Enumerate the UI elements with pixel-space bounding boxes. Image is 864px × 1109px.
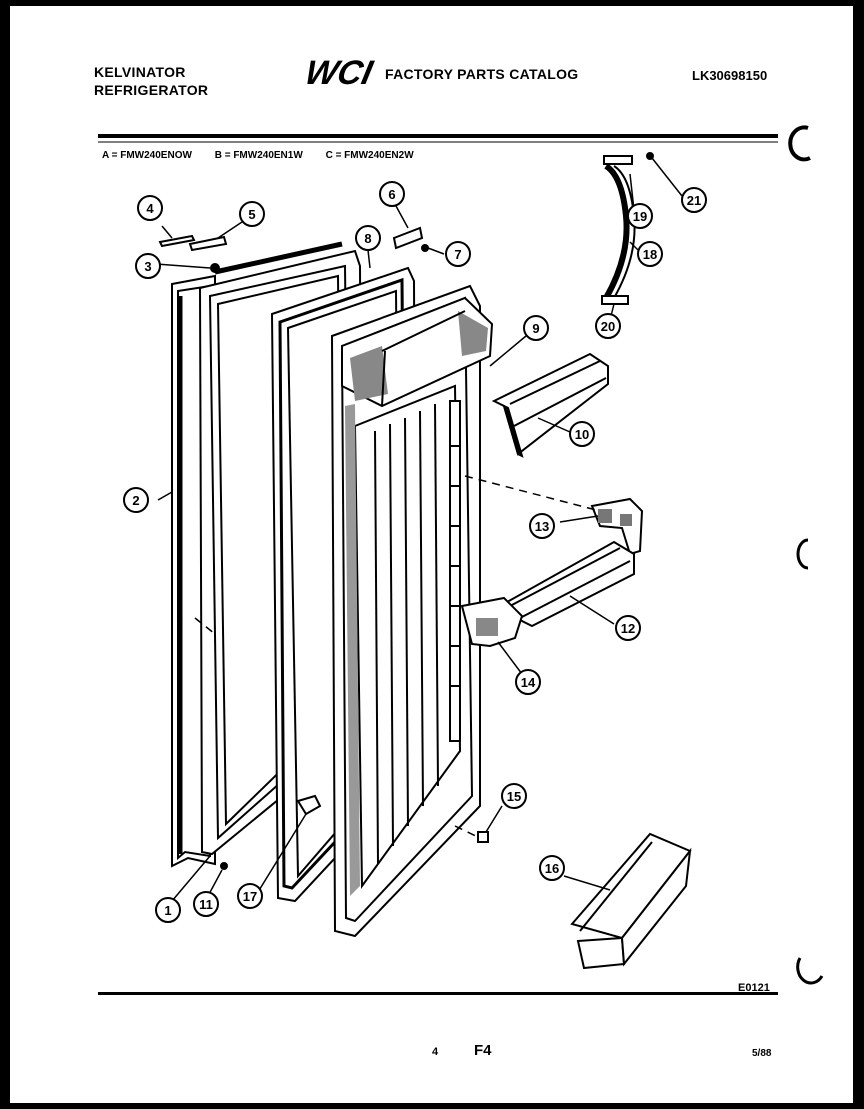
inner-door-liner (330, 284, 494, 938)
callout-circle-15 (501, 783, 527, 809)
binder-hole-mark (796, 957, 824, 985)
callout-label-1: 1 (164, 903, 171, 918)
door-handle-assembly (601, 152, 654, 305)
binder-hole-mark (796, 538, 809, 570)
callout-label-8: 8 (364, 231, 371, 246)
callout-label-4: 4 (146, 201, 154, 216)
model-a: A = FMW240ENOW (102, 150, 192, 161)
page-number: 4 (432, 1046, 439, 1058)
callout-label-9: 9 (532, 321, 539, 336)
callout-label-16: 16 (545, 861, 559, 876)
callout-circle-17 (237, 883, 263, 909)
parts-catalog-page: KELVINATOR REFRIGERATOR FACTORY PARTS CA… (10, 6, 853, 1103)
callout-label-17: 17 (243, 889, 257, 904)
callout-circle-1 (155, 897, 181, 923)
callout-label-19: 19 (633, 209, 647, 224)
wci-logo: WCI (302, 54, 377, 92)
callout-circle-12 (615, 615, 641, 641)
callout-circle-11 (193, 891, 219, 917)
callout-label-14: 14 (521, 675, 536, 690)
print-date: 5/88 (752, 1048, 772, 1059)
callout-circle-2 (123, 487, 149, 513)
callout-label-20: 20 (601, 319, 615, 334)
small-hardware (220, 794, 489, 870)
shelf-bracket-upper (590, 497, 644, 556)
product-type: REFRIGERATOR (94, 82, 209, 98)
exploded-parts-diagram: WCI (98, 54, 824, 995)
callout-circle-18 (637, 241, 663, 267)
callout-circle-9 (523, 315, 549, 341)
door-bin (570, 832, 692, 970)
callout-circle-6 (379, 181, 405, 207)
callout-circle-20 (595, 313, 621, 339)
callout-label-15: 15 (507, 789, 521, 804)
callout-label-3: 3 (144, 259, 151, 274)
callout-circle-13 (529, 513, 555, 539)
catalog-number: LK30698150 (692, 68, 768, 83)
shelf-bracket-lower (460, 596, 524, 648)
svg-text:WCI: WCI (302, 54, 377, 92)
model-legend: A = FMW240ENOW B = FMW240EN1W C = FMW240… (102, 150, 434, 161)
header-rule (98, 134, 778, 138)
door-top-parts (158, 226, 429, 275)
diagram-code: E0121 (738, 982, 770, 994)
callout-label-11: 11 (199, 897, 213, 912)
callout-circle-21 (681, 187, 707, 213)
callout-circle-10 (569, 421, 595, 447)
upper-door-shelf (491, 352, 609, 458)
callout-circle-8 (355, 225, 381, 251)
callout-label-7: 7 (454, 247, 461, 262)
lower-door-shelf (498, 540, 635, 628)
footer-rule (98, 992, 778, 995)
binder-hole-mark (788, 125, 811, 162)
callout-circle-5 (239, 201, 265, 227)
callout-label-10: 10 (575, 427, 589, 442)
callout-circle-4 (137, 195, 163, 221)
callout-label-5: 5 (248, 207, 255, 222)
callout-label-13: 13 (535, 519, 549, 534)
model-c: C = FMW240EN2W (325, 150, 414, 161)
callout-label-2: 2 (132, 493, 139, 508)
section-code: F4 (474, 1042, 492, 1059)
assembly-guide-lines (177, 475, 601, 839)
callout-leaders (155, 157, 683, 902)
callout-label-6: 6 (388, 187, 395, 202)
brand-name: KELVINATOR (94, 64, 186, 80)
callout-circle-14 (515, 669, 541, 695)
model-b: B = FMW240EN1W (214, 150, 303, 161)
callout-label-12: 12 (621, 621, 635, 636)
callout-circle-16 (539, 855, 565, 881)
callout-label-18: 18 (643, 247, 657, 262)
callout-circle-7 (445, 241, 471, 267)
callout-label-21: 21 (687, 193, 701, 208)
callout-circle-19 (627, 203, 653, 229)
catalog-title: FACTORY PARTS CATALOG (385, 66, 579, 82)
callout-circle-3 (135, 253, 161, 279)
